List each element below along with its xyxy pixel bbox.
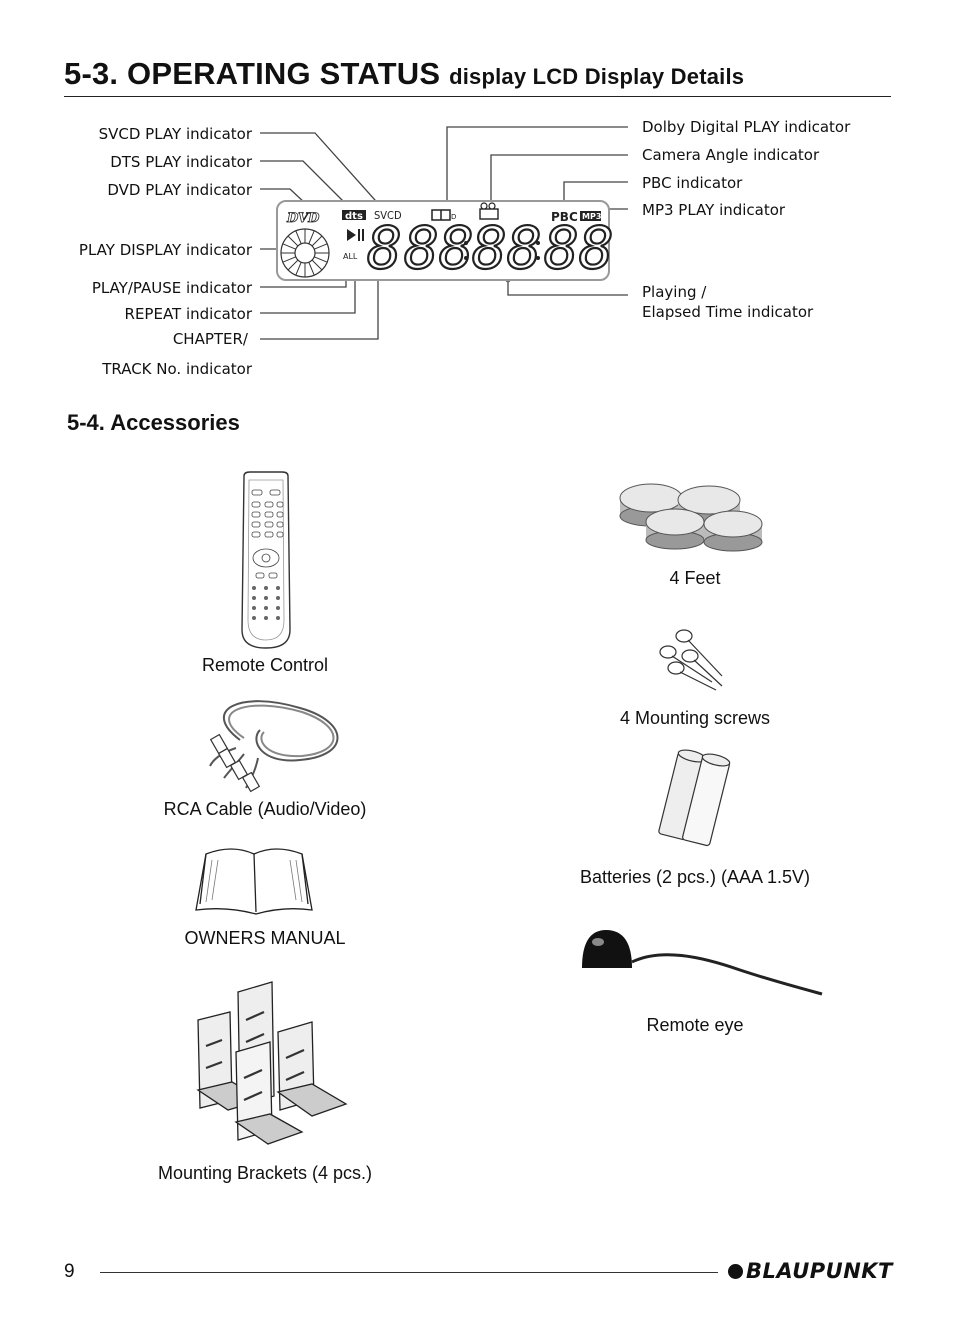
- disc-wheel-icon: [280, 228, 330, 278]
- label-playing: Playing /: [642, 283, 707, 301]
- footer-rule: [100, 1272, 718, 1273]
- section-heading-sub: display LCD Display Details: [449, 64, 745, 89]
- caption-batteries: Batteries (2 pcs.) (AAA 1.5V): [579, 867, 811, 887]
- rca-plugs-image: [209, 733, 261, 793]
- rca-cable-image: [209, 700, 339, 789]
- batteries-image: [658, 749, 731, 847]
- caption-eye: Remote eye: [646, 1015, 744, 1035]
- label-repeat: REPEAT indicator: [124, 305, 252, 323]
- leader-dts: [260, 160, 352, 210]
- leader-angle: [490, 154, 628, 205]
- label-svcd: SVCD PLAY indicator: [98, 125, 252, 143]
- caption-manual: OWNERS MANUAL: [184, 928, 346, 948]
- dvd-logo: DVD: [286, 211, 320, 226]
- leader-pbc: [563, 181, 628, 207]
- leader-dvd: [260, 188, 307, 205]
- play-pause-icon: [347, 229, 364, 241]
- leader-svcd: [260, 132, 384, 210]
- screws-image: [659, 629, 723, 691]
- label-elapsed: Elapsed Time indicator: [642, 303, 814, 321]
- leader-dolby: [446, 126, 628, 204]
- caption-remote: Remote Control: [201, 655, 329, 675]
- brackets-image: [196, 981, 348, 1145]
- brand-name: BLAUPUNKT: [746, 1259, 893, 1283]
- repeat-text: ALL: [343, 252, 358, 261]
- label-play-display: PLAY DISPLAY indicator: [78, 241, 252, 259]
- label-pbc: PBC indicator: [642, 174, 743, 192]
- label-dts: DTS PLAY indicator: [110, 153, 252, 171]
- label-chapter: CHAPTER/: [172, 330, 248, 348]
- accessories-heading: 5-4. Accessories: [67, 410, 240, 435]
- dolby-text: D: [451, 213, 456, 221]
- feet-image: [619, 483, 763, 552]
- svcd-text: SVCD: [374, 209, 402, 222]
- mp3-box: [580, 211, 601, 221]
- label-track: TRACK No. indicator: [102, 360, 252, 378]
- dts-logo: dts: [345, 211, 363, 222]
- digit-hours: 88: [404, 214, 474, 282]
- remote-control-image: [241, 471, 291, 649]
- caption-screws: 4 Mounting screws: [619, 708, 771, 728]
- mp3-text: MP3: [582, 212, 601, 221]
- digit-minutes: 88: [472, 214, 542, 282]
- page-number: 9: [64, 1261, 75, 1282]
- label-dolby: Dolby Digital PLAY indicator: [642, 118, 851, 136]
- caption-brackets: Mounting Brackets (4 pcs.): [157, 1163, 373, 1183]
- digit-track: 8: [367, 214, 402, 282]
- pbc-text: PBC: [551, 210, 578, 224]
- digit-seconds: 88: [544, 214, 614, 282]
- dolby-logo-icon: [431, 209, 451, 221]
- dts-logo-box: [342, 210, 366, 220]
- leader-time: [507, 280, 628, 296]
- label-dvd: DVD PLAY indicator: [107, 181, 252, 199]
- brand-dot-icon: [728, 1264, 743, 1279]
- leader-chapter: [260, 276, 379, 340]
- heading-rule: [64, 96, 891, 97]
- lcd-diagram: DVD dts SVCD D PBC MP3: [260, 126, 628, 340]
- lcd-panel: [276, 200, 610, 281]
- manual-image: [195, 848, 313, 915]
- accessories-illustrations: [195, 471, 823, 1145]
- brand-logo: BLAUPUNKT: [728, 1259, 893, 1283]
- label-mp3: MP3 PLAY indicator: [642, 201, 786, 219]
- caption-rca: RCA Cable (Audio/Video): [163, 799, 367, 819]
- caption-feet: 4 Feet: [669, 568, 721, 588]
- section-heading: 5-3. OPERATING STATUS display LCD Displa…: [64, 56, 744, 92]
- camera-angle-icon: [479, 202, 499, 220]
- remote-eye-image: [582, 930, 823, 996]
- label-play-pause: PLAY/PAUSE indicator: [91, 279, 252, 297]
- label-angle: Camera Angle indicator: [642, 146, 820, 164]
- section-heading-main: 5-3. OPERATING STATUS: [64, 56, 441, 91]
